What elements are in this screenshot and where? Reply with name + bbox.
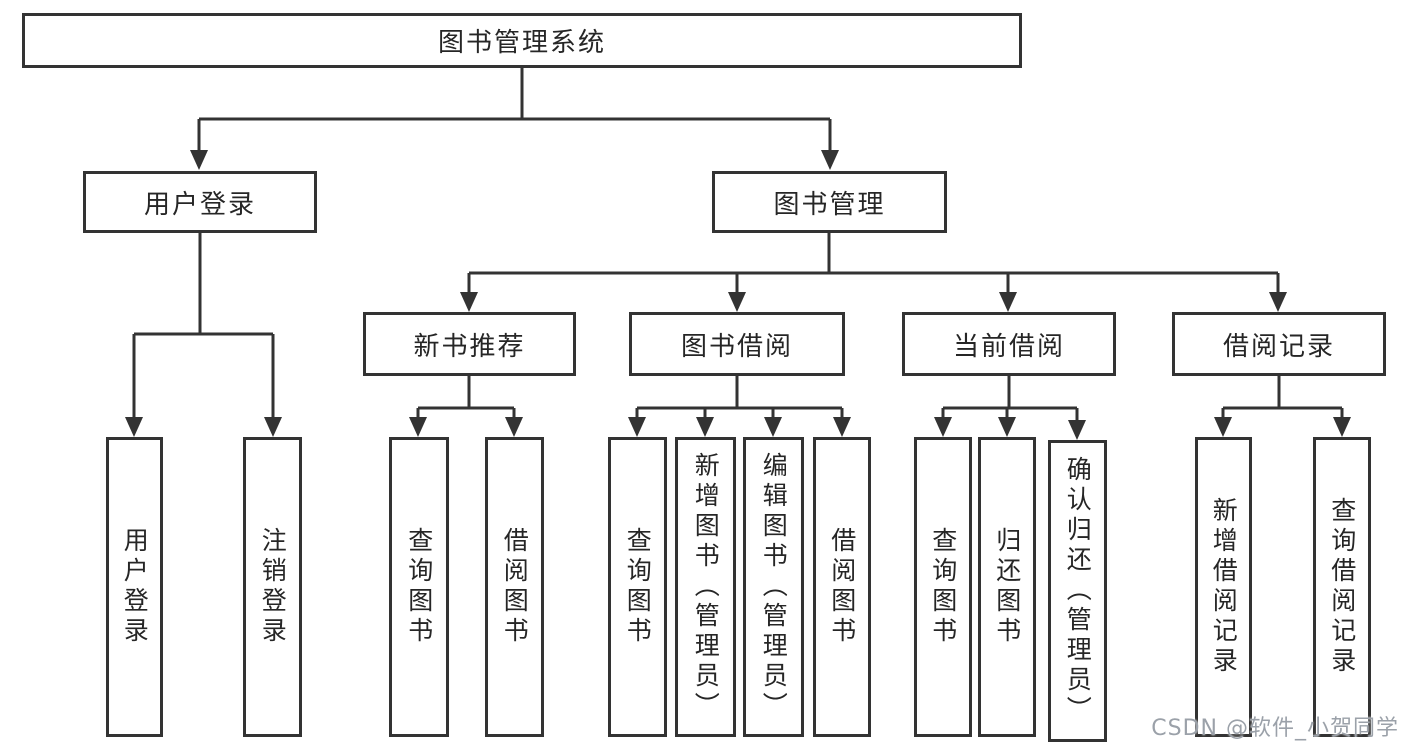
leaf-query-borrow-record: 查询借阅记录 [1313, 437, 1371, 737]
node-library-system: 图书管理系统 [22, 13, 1022, 68]
leaf-query-books-borrowing-label: 查询图书 [623, 527, 653, 647]
node-book-borrowing: 图书借阅 [629, 312, 845, 376]
leaf-edit-books-admin-label: 编辑图书（管理员） [759, 452, 789, 722]
node-book-management: 图书管理 [712, 171, 947, 233]
node-borrowing-records-label: 借阅记录 [1222, 331, 1335, 362]
leaf-add-books-admin: 新增图书（管理员） [675, 437, 736, 737]
leaf-user-login: 用户登录 [106, 437, 163, 737]
node-book-borrowing-label: 图书借阅 [680, 331, 793, 362]
arrowheads [125, 150, 1351, 440]
node-user-login: 用户登录 [83, 171, 317, 233]
leaf-query-borrow-record-label: 查询借阅记录 [1327, 497, 1357, 677]
leaf-query-books-borrowing: 查询图书 [608, 437, 667, 737]
leaf-logout-label: 注销登录 [258, 527, 288, 647]
node-library-system-label: 图书管理系统 [437, 28, 606, 58]
leaf-borrow-books-recommend: 借阅图书 [485, 437, 544, 737]
leaf-return-books-label: 归还图书 [992, 527, 1022, 647]
node-borrowing-records: 借阅记录 [1172, 312, 1386, 376]
node-current-borrowing-label: 当前借阅 [952, 331, 1065, 362]
node-user-login-label: 用户登录 [143, 189, 256, 220]
node-new-book-recommendation-label: 新书推荐 [413, 331, 526, 362]
leaf-confirm-return-admin: 确认归还（管理员） [1048, 440, 1107, 742]
leaf-add-borrow-record: 新增借阅记录 [1195, 437, 1252, 737]
leaf-add-books-admin-label: 新增图书（管理员） [691, 452, 721, 722]
leaf-query-books-current-label: 查询图书 [928, 527, 958, 647]
leaf-return-books: 归还图书 [978, 437, 1036, 737]
node-current-borrowing: 当前借阅 [902, 312, 1116, 376]
leaf-confirm-return-admin-label: 确认归还（管理员） [1063, 456, 1093, 726]
leaf-borrow-books-recommend-label: 借阅图书 [500, 527, 530, 647]
leaf-borrow-books: 借阅图书 [813, 437, 871, 737]
leaf-user-login-label: 用户登录 [120, 527, 150, 647]
node-new-book-recommendation: 新书推荐 [363, 312, 576, 376]
leaf-query-books-recommend: 查询图书 [389, 437, 449, 737]
leaf-logout: 注销登录 [243, 437, 302, 737]
leaf-query-books-recommend-label: 查询图书 [404, 527, 434, 647]
leaf-edit-books-admin: 编辑图书（管理员） [743, 437, 804, 737]
leaf-borrow-books-label: 借阅图书 [827, 527, 857, 647]
leaf-query-books-current: 查询图书 [914, 437, 972, 737]
leaf-add-borrow-record-label: 新增借阅记录 [1209, 497, 1239, 677]
watermark-text: CSDN @软件_小贺同学 [1151, 716, 1399, 741]
node-book-management-label: 图书管理 [773, 189, 886, 220]
